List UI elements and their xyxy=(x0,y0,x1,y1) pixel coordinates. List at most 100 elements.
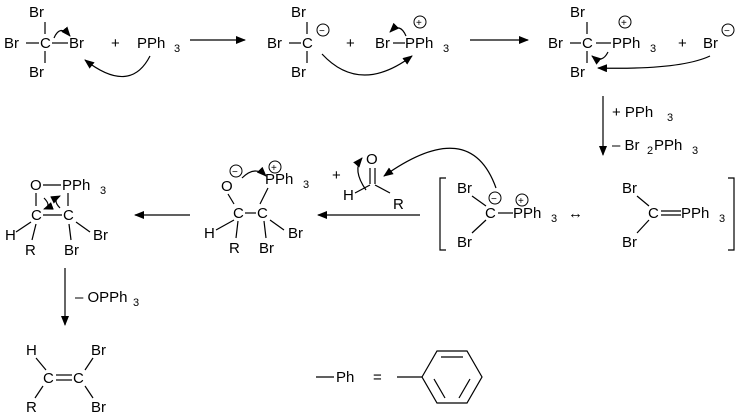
curved-arrow xyxy=(43,197,54,210)
curved-arrow xyxy=(597,55,711,73)
atom-h: H xyxy=(204,225,215,242)
charge-plus: + xyxy=(416,18,422,29)
charge-minus: − xyxy=(724,26,730,37)
atom-br: Br xyxy=(570,64,585,81)
cbr4-molecule: Br Br C Br Br xyxy=(4,4,84,81)
negative-charge xyxy=(316,23,330,37)
curved-arrow xyxy=(389,22,407,37)
atom-c: C xyxy=(257,205,268,222)
atom-c: C xyxy=(40,35,51,52)
atom-br: Br xyxy=(622,234,637,251)
atom-br: Br xyxy=(91,342,106,359)
bond xyxy=(259,187,269,205)
dibromoalkene-product: H C C R Br Br xyxy=(26,342,106,413)
curved-arrow xyxy=(353,157,367,191)
bond xyxy=(215,219,235,231)
plus-sign: + xyxy=(346,35,355,52)
bond xyxy=(354,184,371,194)
plus-sign: + xyxy=(332,167,341,184)
atom-br: Br xyxy=(91,399,106,413)
bond xyxy=(31,223,37,241)
subscript-3: 3 xyxy=(692,145,698,157)
bond xyxy=(263,220,267,239)
charge-minus: − xyxy=(319,26,325,37)
positive-charge xyxy=(618,15,632,29)
phenyl-legend: Ph = xyxy=(316,350,483,404)
bond xyxy=(75,221,91,233)
atom-br: Br xyxy=(259,240,274,257)
reagent-text: – Br xyxy=(612,137,640,154)
bond xyxy=(84,385,94,399)
atom-o: O xyxy=(221,178,233,195)
subscript-3: 3 xyxy=(719,213,725,225)
pph-label: PPh xyxy=(681,205,709,222)
subscript-3: 3 xyxy=(100,185,106,197)
bond xyxy=(68,223,72,241)
oxaphosphetane-intermediate: O PPh 3 C C H R Br Br xyxy=(5,177,108,259)
atom-c: C xyxy=(31,207,42,224)
subscript-3: 3 xyxy=(667,112,673,124)
ph-label: Ph xyxy=(336,369,354,386)
positive-charge xyxy=(268,160,282,174)
atom-r: R xyxy=(229,240,240,257)
atom-br: Br xyxy=(703,35,718,52)
minus-br2pph3-label: – Br 2 PPh 3 xyxy=(612,137,698,157)
atom-c: C xyxy=(648,205,659,222)
bond xyxy=(84,357,94,371)
bromophosphonium-cation: Br PPh 3 + xyxy=(375,15,449,55)
positive-charge xyxy=(515,193,529,207)
curved-arrow xyxy=(53,26,71,39)
bond xyxy=(636,219,650,234)
atom-br: Br xyxy=(69,35,84,52)
curved-arrow xyxy=(383,147,497,189)
subscript-3: 3 xyxy=(133,297,139,309)
reagent-text: + PPh xyxy=(612,104,653,121)
atom-br: Br xyxy=(622,180,637,197)
subscript-3: 3 xyxy=(650,43,656,55)
atom-br: Br xyxy=(288,225,303,242)
ylide-ylene-form: Br C Br PPh 3 xyxy=(622,180,725,251)
negative-charge xyxy=(721,23,735,37)
atom-h: H xyxy=(343,187,354,204)
bond xyxy=(471,219,487,234)
atom-br: Br xyxy=(375,35,390,52)
atom-br: Br xyxy=(29,64,44,81)
pph3-reagent: PPh 3 xyxy=(137,35,180,55)
pph-label: PPh xyxy=(62,177,90,194)
atom-br: Br xyxy=(93,227,108,244)
atom-br: Br xyxy=(570,4,585,21)
curved-arrow xyxy=(321,53,413,76)
bond xyxy=(374,184,391,194)
atom-br: Br xyxy=(4,35,19,52)
positive-charge xyxy=(413,15,427,29)
charge-plus: + xyxy=(621,18,627,29)
left-bracket xyxy=(439,177,446,251)
charge-minus: − xyxy=(232,167,238,178)
atom-o: O xyxy=(366,151,378,168)
tribromomethyl-phosphonium: Br Br C PPh 3 Br + xyxy=(548,4,656,81)
atom-br: Br xyxy=(457,180,472,197)
right-bracket xyxy=(728,177,735,251)
pph-label: PPh xyxy=(612,35,640,52)
atom-c: C xyxy=(43,370,54,387)
reagent-text: PPh xyxy=(654,137,682,154)
atom-br: Br xyxy=(291,64,306,81)
atom-h: H xyxy=(5,227,16,244)
atom-r: R xyxy=(25,242,36,259)
bond xyxy=(636,195,650,207)
atom-c: C xyxy=(233,205,244,222)
bond xyxy=(34,385,44,399)
bond xyxy=(35,357,47,371)
atom-c: C xyxy=(73,370,84,387)
pph-label: PPh xyxy=(513,205,541,222)
bond xyxy=(15,221,32,233)
atom-br: Br xyxy=(548,35,563,52)
charge-plus: + xyxy=(518,196,524,207)
pph-label: PPh xyxy=(405,35,433,52)
tribromomethyl-anion: Br Br C Br − xyxy=(267,4,330,81)
subscript-3: 3 xyxy=(443,43,449,55)
plus-sign: + xyxy=(678,35,687,52)
atom-br: Br xyxy=(457,234,472,251)
aromatic-bond xyxy=(433,378,446,399)
